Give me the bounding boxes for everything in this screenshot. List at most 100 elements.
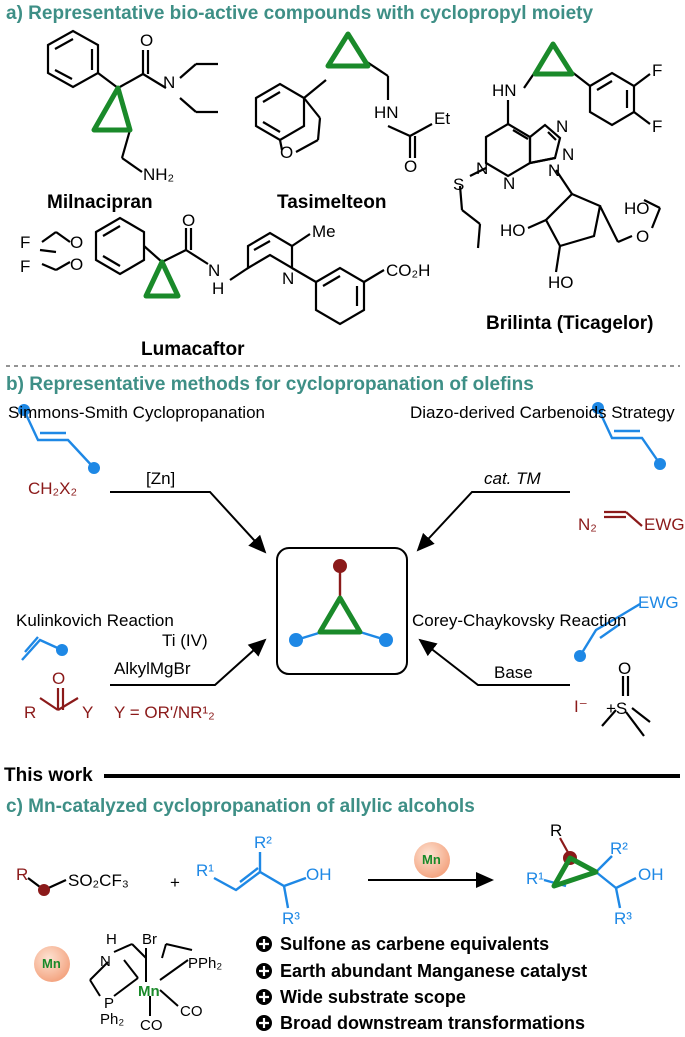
atom-label: N — [548, 161, 561, 180]
reagent-ewg-corey: EWG — [638, 593, 679, 612]
c-product-cyclopropane — [551, 855, 599, 889]
atom-label: O — [404, 157, 418, 176]
reagent-cat-tm: cat. TM — [484, 469, 541, 488]
atom-label: N — [476, 159, 489, 178]
atom-label: O — [618, 659, 632, 678]
section-b-heading: b) Representative methods for cyclopropa… — [6, 374, 534, 395]
atom-label: Br — [142, 931, 157, 948]
atom-label: Ph₂ — [100, 1011, 125, 1028]
atom-label: HO — [624, 199, 650, 218]
diazo-olefin — [596, 407, 661, 465]
atom-label: R¹ — [526, 869, 544, 888]
atom-label: HN — [374, 103, 399, 122]
atom-label: R — [550, 821, 563, 840]
atom-label: O — [182, 211, 196, 230]
mn-center-label: Mn — [138, 983, 160, 1000]
atom-label: O — [70, 255, 84, 274]
feature-item: Earth abundant Manganese catalyst — [280, 961, 588, 981]
feature-item: Wide substrate scope — [280, 987, 466, 1007]
reagent-alkylmgbr: AlkylMgBr — [114, 659, 191, 678]
atom-label: HO — [548, 273, 574, 292]
reagent-sulfoxonium: +S — [606, 699, 628, 718]
atom-label: N — [208, 261, 221, 280]
atom-label: N — [556, 117, 569, 136]
reagent-ewg: EWG — [644, 515, 685, 534]
reagent-sulfone: SO₂CF₃ — [68, 871, 129, 890]
atom-label: N — [562, 145, 575, 164]
atom-label: H — [106, 931, 117, 948]
method-diazo: Diazo-derived Carbenoids Strategy — [410, 403, 675, 422]
feature-item: Broad downstream transformations — [280, 1013, 586, 1033]
atom-label: F — [20, 233, 31, 252]
allylic-alcohol — [213, 852, 307, 909]
reagent-base: Base — [494, 663, 533, 682]
atom-label: Me — [312, 222, 336, 241]
reagent-zn: [Zn] — [146, 469, 176, 488]
kulinkovich-alkene — [21, 636, 63, 661]
atom-label: NH₂ — [143, 165, 175, 184]
atom-label: O — [52, 669, 66, 688]
mn-catalyst-badge — [414, 842, 450, 878]
mn-complex-label: Mn — [42, 956, 61, 971]
brilinta-structure — [458, 71, 662, 273]
atom-label: OH — [638, 865, 664, 884]
atom-label: PPh₂ — [188, 955, 223, 972]
atom-label: N — [282, 269, 295, 288]
lumacaftor-structure — [39, 216, 385, 326]
atom-label: R² — [610, 839, 628, 858]
method-kulinkovich: Kulinkovich Reaction — [16, 611, 174, 630]
atom-label: N — [100, 953, 111, 970]
simmons-olefin — [22, 409, 95, 469]
atom-label: OH — [306, 865, 332, 884]
tasimelteon-cyclopropane — [325, 31, 371, 69]
atom-label: Et — [434, 109, 451, 128]
corey-olefin — [578, 602, 641, 657]
atom-label: R — [16, 865, 29, 884]
atom-label: O — [636, 227, 650, 246]
section-c-heading: c) Mn-catalyzed cyclopropanation of ally… — [6, 796, 475, 817]
atom-label: R¹ — [196, 861, 214, 880]
atom-label: H — [212, 279, 225, 298]
atom-label: R — [24, 703, 37, 722]
atom-label: O — [70, 233, 84, 252]
feature-bullets — [256, 936, 272, 1031]
atom-label: CO — [180, 1003, 203, 1020]
atom-label: O — [280, 143, 294, 162]
mn-complex-structure — [89, 943, 193, 1016]
compound-name-lumacaftor: Lumacaftor — [141, 339, 245, 360]
milnacipran-structure — [46, 29, 218, 173]
atom-label: R² — [254, 833, 272, 852]
atom-label: R³ — [614, 909, 632, 928]
method-corey-chaykovsky: Corey-Chaykovsky Reaction — [412, 611, 627, 630]
atom-label: R³ — [282, 909, 300, 928]
brilinta-cyclopropane — [532, 41, 575, 77]
tasimelteon-structure — [254, 61, 433, 158]
atom-label: CO — [140, 1017, 163, 1034]
atom-label: HO — [500, 221, 526, 240]
atom-label: F — [20, 257, 31, 276]
plus-sign: + — [170, 873, 180, 892]
product-cyclopropane — [317, 595, 363, 635]
atom-label: O — [140, 31, 154, 50]
lumacaftor-cyclopropane — [143, 259, 181, 299]
mn-label: Mn — [422, 852, 441, 867]
feature-item: Sulfone as carbene equivalents — [280, 934, 550, 954]
method-simmons-smith: Simmons-Smith Cyclopropanation — [8, 403, 265, 422]
atom-label: P — [104, 995, 115, 1012]
atom-label: Y — [82, 703, 94, 722]
atom-label: N — [503, 174, 516, 193]
product-box — [276, 547, 408, 675]
atom-label: F — [652, 61, 663, 80]
reagent-n2: N₂ — [578, 515, 597, 534]
compound-name-brilinta: Brilinta (Ticagelor) — [486, 313, 654, 334]
atom-label: CO₂H — [386, 261, 431, 280]
section-a-heading: a) Representative bio-active compounds w… — [6, 3, 594, 24]
atom-label: N — [163, 73, 176, 92]
reagent-ch2x2: CH₂X₂ — [28, 479, 78, 498]
atom-label: S — [453, 175, 465, 194]
reagent-iodide: I⁻ — [574, 697, 588, 716]
compound-name-milnacipran: Milnacipran — [47, 192, 153, 213]
milnacipran-cyclopropane — [91, 85, 133, 133]
this-work-label: This work — [4, 765, 93, 786]
